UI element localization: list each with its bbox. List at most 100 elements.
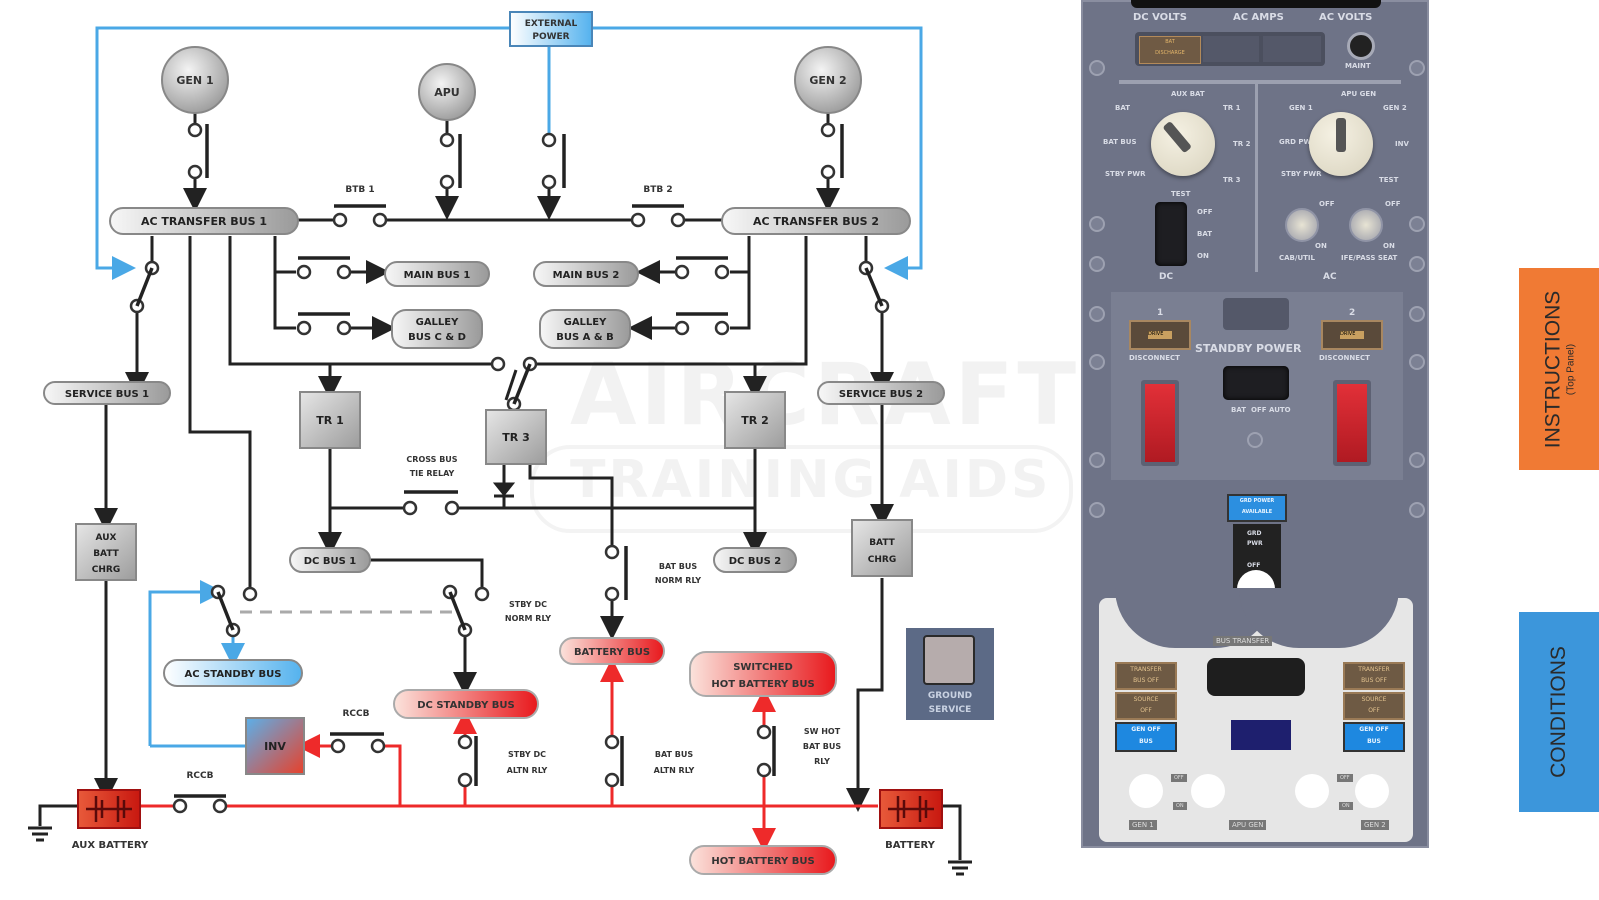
ac-sel-stbypwr: STBY PWR	[1281, 170, 1322, 178]
dc-meter-selector-knob[interactable]	[1151, 112, 1215, 176]
ac-sel-gen2: GEN 2	[1383, 104, 1407, 112]
standby-off: OFF	[1251, 406, 1267, 414]
switched-hot-label-1: SWITCHED	[733, 662, 793, 673]
gen-1-switch-off[interactable]	[1129, 774, 1163, 808]
panel-screw	[1089, 502, 1105, 518]
dc-volts-label: DC VOLTS	[1133, 12, 1187, 23]
aux-battery-charger: AUX BATT CHRG	[75, 523, 137, 581]
standby-blank-light	[1223, 298, 1289, 330]
drive-1-disconnect-switch[interactable]	[1141, 380, 1179, 466]
panel-screw	[1089, 216, 1105, 232]
ife-pass-off: OFF	[1385, 200, 1401, 208]
bat-bus-norm-label-2: NORM RLY	[655, 576, 701, 585]
ground-service-label-2: SERVICE	[929, 705, 972, 715]
bat-bus-norm-label-1: BAT BUS	[659, 562, 698, 571]
battery-bus: BATTERY BUS	[559, 637, 665, 665]
apu-gen-switch-left[interactable]	[1191, 774, 1225, 808]
inverter-label: INV	[264, 740, 286, 753]
standby-power-switch[interactable]	[1223, 366, 1289, 400]
bus-transfer-guard[interactable]	[1231, 720, 1291, 750]
meter-display	[1131, 0, 1381, 8]
drive-2-disconnect-switch[interactable]	[1333, 380, 1371, 466]
apu-label: APU	[434, 86, 460, 99]
bus-transfer-label: BUS TRANSFER	[1213, 636, 1273, 646]
ac-sel-inv: INV	[1395, 140, 1409, 148]
dc-bus-2-label: DC BUS 2	[729, 556, 782, 567]
dc-standby-bus: DC STANDBY BUS	[393, 689, 539, 719]
ac-dc-wiring	[28, 112, 972, 876]
ground-service-switch[interactable]: GROUND SERVICE	[906, 628, 994, 720]
cab-util-switch[interactable]	[1285, 208, 1319, 242]
bus-transfer-switch[interactable]	[1207, 658, 1305, 696]
dc-sel-tr3: TR 3	[1223, 176, 1241, 184]
maint-button[interactable]	[1347, 32, 1375, 60]
hot-battery-bus: HOT BATTERY BUS	[689, 845, 837, 875]
main-bus-1-label: MAIN BUS 1	[404, 270, 471, 281]
grd-pwr-off: OFF	[1247, 562, 1261, 569]
tab-instructions-text: INSTRUCTIONS (Top Panel)	[1542, 290, 1577, 448]
panel-screw	[1409, 60, 1425, 76]
battery-switch[interactable]	[1155, 202, 1187, 266]
battery-label: BATTERY	[885, 840, 935, 851]
btb1-label: BTB 1	[345, 185, 374, 195]
drive-2-number: 2	[1349, 308, 1356, 318]
galley-bus-a-b-label-1: GALLEY	[564, 317, 608, 328]
dc-section-label: DC	[1159, 272, 1174, 282]
gen-2-switch[interactable]	[1355, 774, 1389, 808]
gen2-off-tag: OFF	[1337, 774, 1353, 782]
stby-dc-norm-label-2: NORM RLY	[505, 614, 551, 623]
tr2: TR 2	[724, 391, 786, 449]
source-off-2-text-1: SOURCE	[1361, 696, 1387, 703]
electrical-schematic: EXTERNAL POWER GEN 1 APU GEN 2 BTB 1 BTB…	[28, 11, 994, 876]
service-bus-1-label: SERVICE BUS 1	[65, 389, 149, 400]
batt-chrg-label-1: BATT	[869, 538, 895, 548]
ife-pass-label: IFE/PASS SEAT	[1341, 254, 1398, 262]
gen1-btn-text-2: BUS	[1139, 738, 1153, 745]
cab-util-label: CAB/UTIL	[1279, 254, 1315, 262]
gen1-off-tag: OFF	[1171, 774, 1187, 782]
stby-dc-altn-label-1: STBY DC	[508, 750, 546, 759]
tr3: TR 3	[485, 409, 547, 465]
transfer-bus-off-1-text-2: BUS OFF	[1133, 677, 1159, 684]
galley-bus-c-d-label-2: BUS C & D	[408, 332, 466, 343]
ife-pass-seat-switch[interactable]	[1349, 208, 1383, 242]
ac-selector-top-label: APU GEN	[1341, 90, 1377, 98]
apu-gen-label: APU GEN	[1229, 820, 1267, 830]
grd-power-text-2: AVAILABLE	[1241, 509, 1273, 515]
gen1-btn-text-1: GEN OFF	[1131, 726, 1161, 733]
external-power-label-1: EXTERNAL	[525, 19, 578, 29]
switched-hot-battery-bus: SWITCHED HOT BATTERY BUS	[689, 651, 837, 697]
transfer-bus-off-1: TRANSFER BUS OFF	[1115, 662, 1177, 690]
gen-1-off-bus-button[interactable]: GEN OFF BUS	[1115, 722, 1177, 752]
stby-dc-norm-label-1: STBY DC	[509, 600, 547, 609]
drive-2-light-text: DRIVE	[1340, 331, 1364, 339]
main-bus-2-label: MAIN BUS 2	[553, 270, 620, 281]
ac-transfer-bus-1: AC TRANSFER BUS 1	[109, 207, 299, 235]
transfer-bus-off-1-text-1: TRANSFER	[1130, 666, 1162, 673]
panel-screw	[1089, 60, 1105, 76]
tab-instructions[interactable]: INSTRUCTIONS (Top Panel)	[1519, 268, 1599, 470]
external-power-box: EXTERNAL POWER	[509, 11, 593, 47]
battery-bus-label: BATTERY BUS	[574, 647, 650, 658]
generator-1-label: GEN 1	[176, 74, 213, 87]
rccb-inverter-label: RCCB	[343, 709, 370, 719]
dc-selector-top-label: AUX BAT	[1171, 90, 1205, 98]
panel-screw	[1409, 354, 1425, 370]
dc-sel-stbypwr: STBY PWR	[1105, 170, 1146, 178]
tab-instructions-sublabel: (Top Panel)	[1565, 343, 1577, 395]
apu-gen-switch-right[interactable]	[1295, 774, 1329, 808]
cab-util-on: ON	[1315, 242, 1327, 250]
relay-labels: STBY DC NORM RLY BAT BUS NORM RLY STBY D…	[505, 562, 841, 775]
drive-1-number: 1	[1157, 308, 1164, 318]
tab-instructions-label: INSTRUCTIONS	[1541, 290, 1565, 448]
ac-meter-selector-knob[interactable]	[1309, 112, 1373, 176]
tab-conditions[interactable]: CONDITIONS	[1519, 612, 1599, 812]
cab-util-off: OFF	[1319, 200, 1335, 208]
aux-battery-label: AUX BATTERY	[72, 840, 149, 851]
hot-battery-bus-label: HOT BATTERY BUS	[711, 856, 814, 867]
